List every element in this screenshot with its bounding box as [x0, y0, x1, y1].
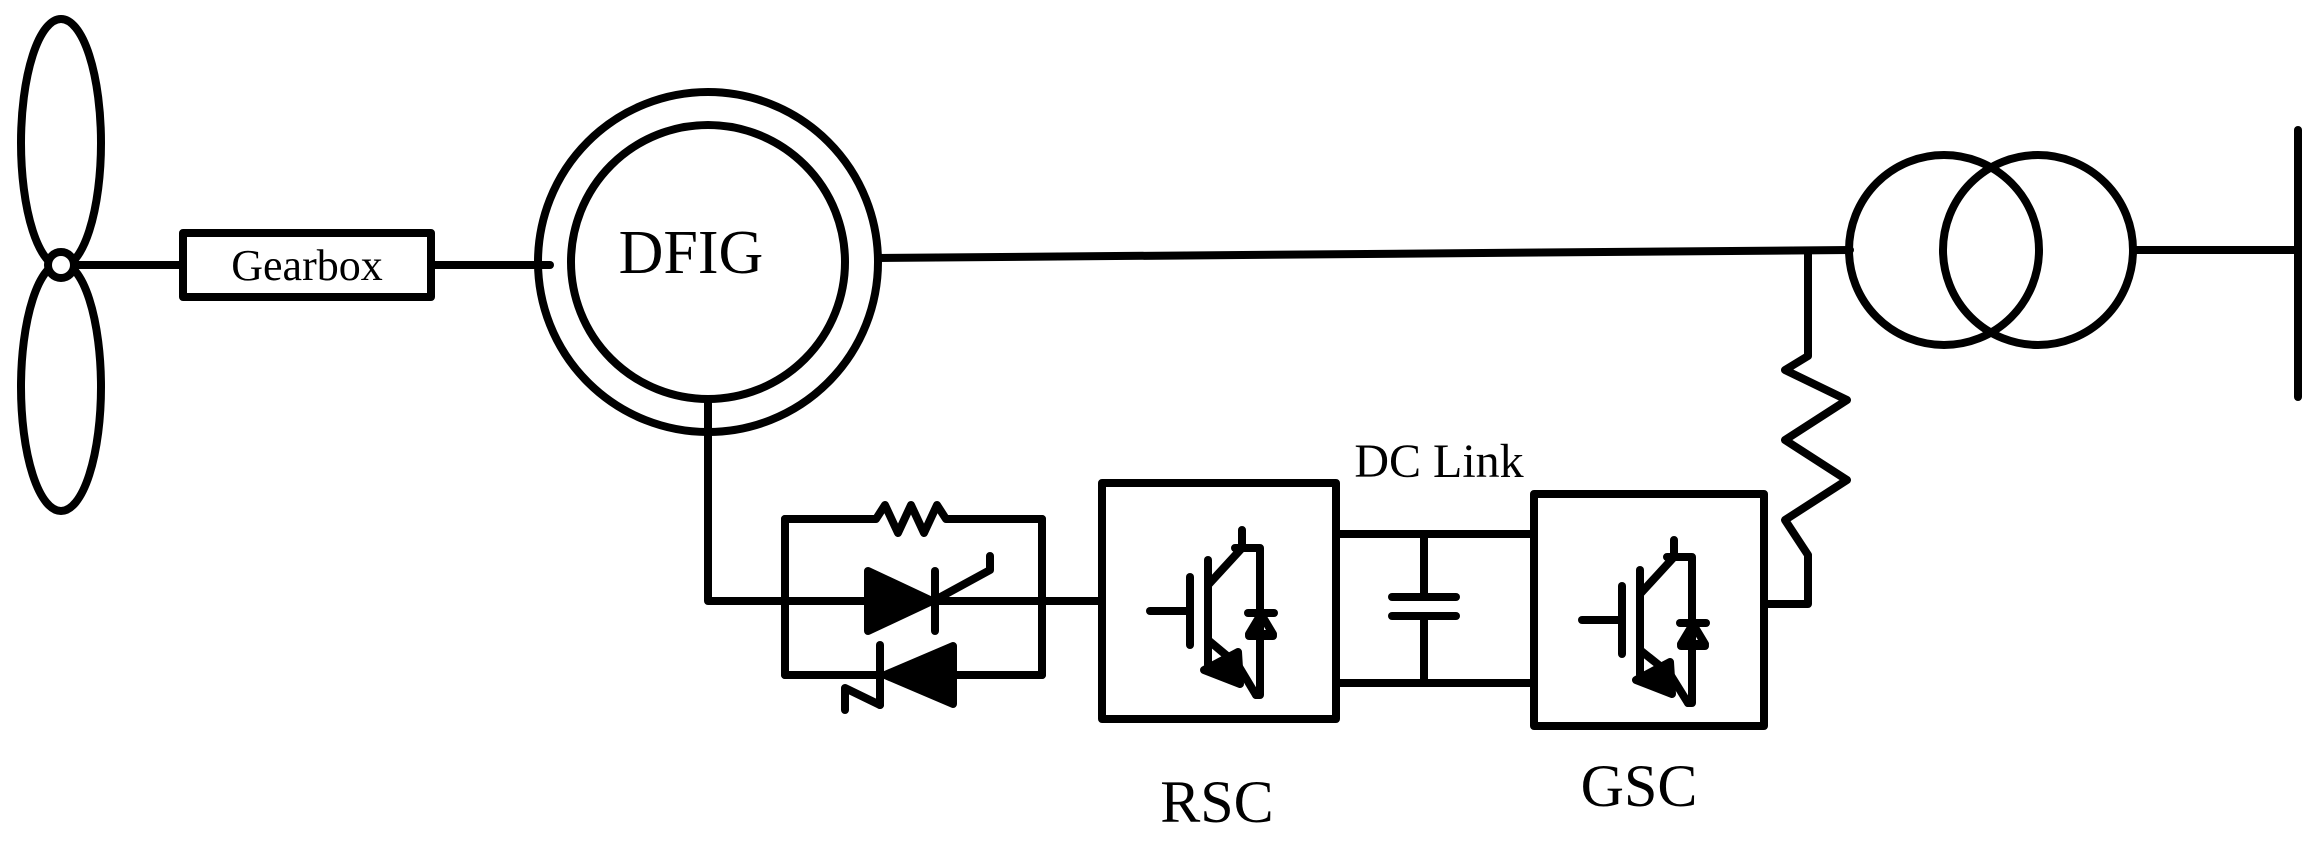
stator-line: [874, 246, 1854, 262]
crowbar-resistor-wire: [781, 501, 1046, 537]
dc-link-label: DC Link: [1354, 435, 1523, 488]
crowbar-circuit: [781, 501, 1046, 714]
turbine-rotor: [17, 15, 105, 515]
gsc-grid-feeder: [1760, 249, 1851, 608]
transformer: [1845, 151, 2137, 349]
rsc-box: [1098, 479, 1340, 723]
rotor-line: [704, 395, 789, 605]
rsc-converter: [1098, 479, 1340, 723]
crowbar-thyristor-forward-icon: [864, 567, 936, 635]
rsc-label: RSC: [1160, 769, 1273, 835]
turbine-blade-top: [17, 15, 105, 271]
gsc-igbt-icon: [1578, 536, 1710, 707]
gsc-converter: [1530, 490, 1768, 730]
crowbar-thyristor-reverse-icon: [881, 642, 957, 708]
gsc-box: [1530, 490, 1768, 730]
turbine-blade-bottom: [17, 259, 105, 515]
gearbox-label: Gearbox: [231, 241, 383, 290]
transformer-winding-primary: [1845, 151, 2043, 349]
rsc-igbt-icon: [1146, 526, 1278, 699]
dc-link: [1332, 530, 1538, 687]
dfig-label: DFIG: [619, 219, 764, 287]
gsc-label: GSC: [1581, 753, 1698, 819]
